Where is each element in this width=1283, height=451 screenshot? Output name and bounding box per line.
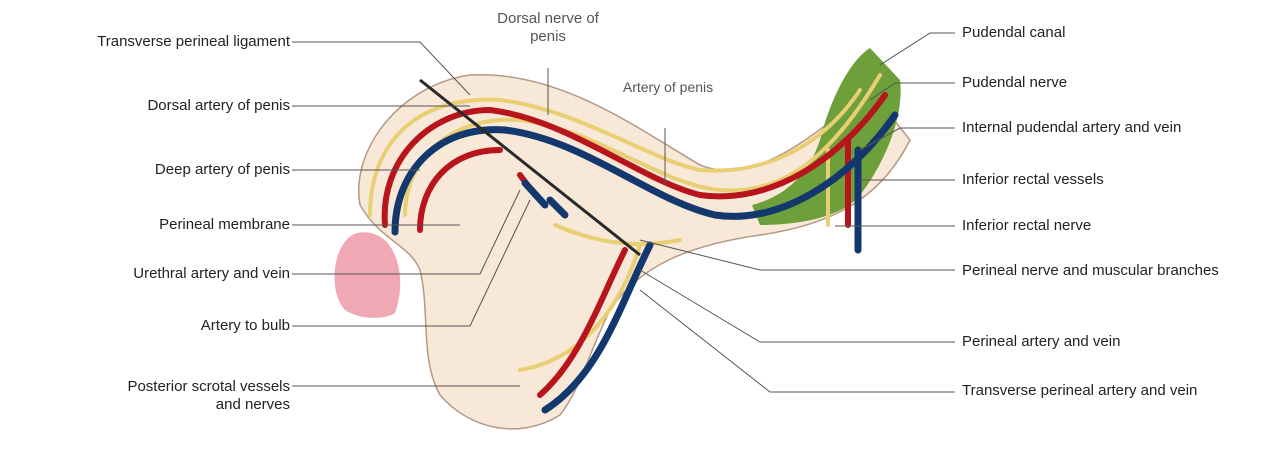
label-inferior-rectal-vessels: Inferior rectal vessels	[962, 171, 1104, 189]
label-artery-to-bulb: Artery to bulb	[6, 317, 290, 335]
label-internal-pudendal-artery-and-vein: Internal pudendal artery and vein	[962, 119, 1181, 137]
label-perineal-membrane: Perineal membrane	[6, 216, 290, 234]
label-transverse-perineal-ligament: Transverse perineal ligament	[6, 33, 290, 51]
label-urethral-artery-and-vein: Urethral artery and vein	[6, 265, 290, 283]
label-dorsal-artery-of-penis: Dorsal artery of penis	[6, 97, 290, 115]
label-artery-of-penis: Artery of penis	[618, 78, 718, 96]
label-pudendal-nerve: Pudendal nerve	[962, 74, 1067, 92]
label-inferior-rectal-nerve: Inferior rectal nerve	[962, 217, 1091, 235]
label-transverse-perineal-artery-and-vein: Transverse perineal artery and vein	[962, 382, 1212, 400]
label-dorsal-nerve-of-penis: Dorsal nerve of penis	[478, 10, 618, 46]
label-posterior-scrotal-vessels-and-nerves: Posterior scrotal vessels and nerves	[110, 378, 290, 414]
label-pudendal-canal: Pudendal canal	[962, 24, 1065, 42]
label-perineal-nerve-and-muscular-branches: Perineal nerve and muscular branches	[962, 262, 1242, 280]
penis-bulb-shape	[335, 232, 401, 318]
label-perineal-artery-and-vein: Perineal artery and vein	[962, 333, 1120, 351]
label-deep-artery-of-penis: Deep artery of penis	[6, 161, 290, 179]
